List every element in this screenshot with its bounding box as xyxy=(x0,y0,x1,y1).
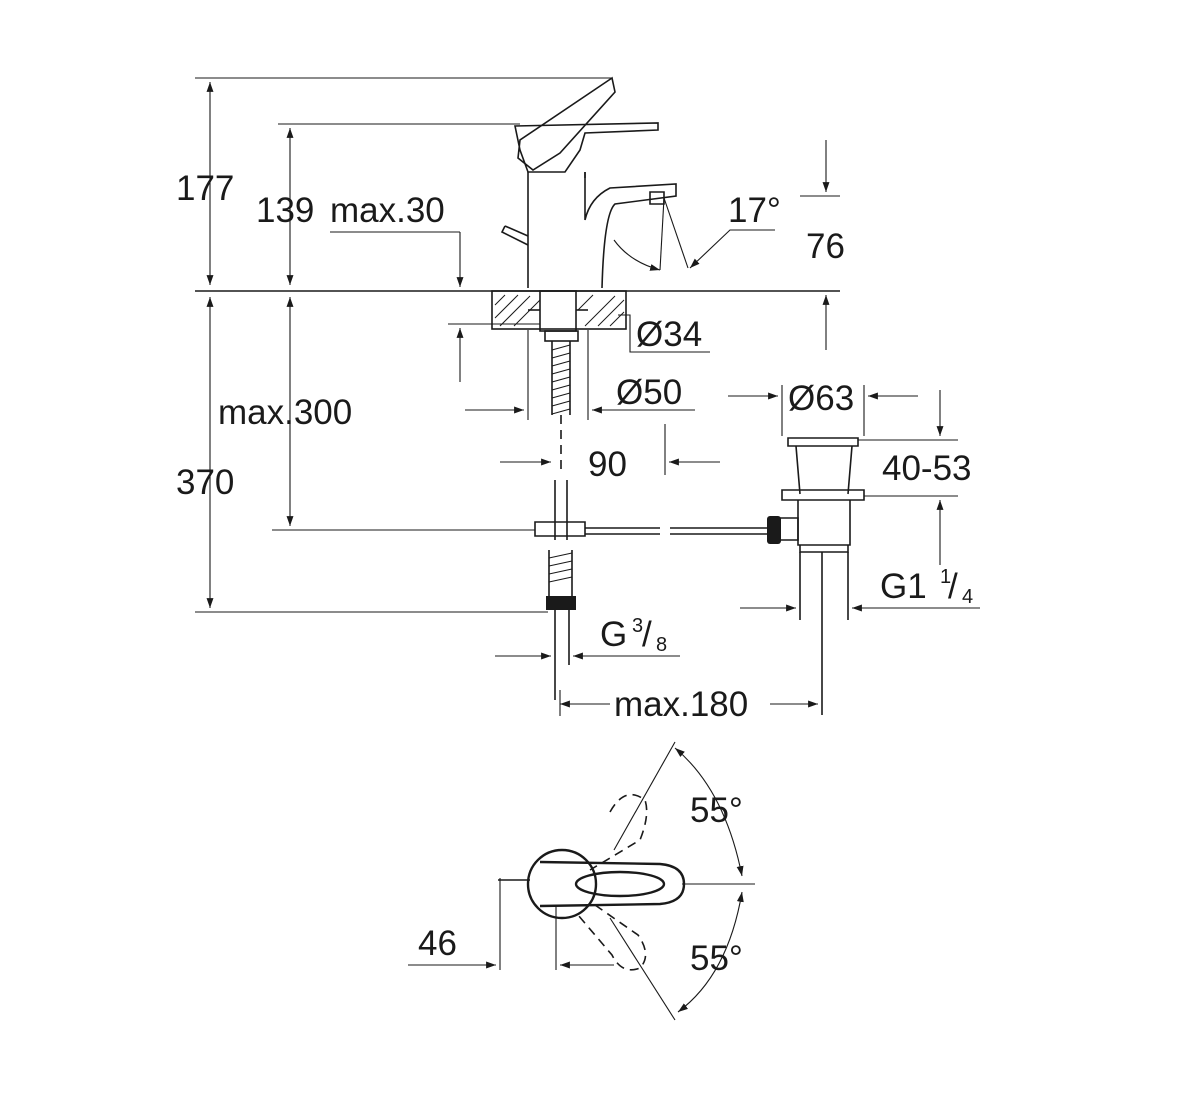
dimension-labels: 177 139 max.30 17° 76 Ø34 Ø50 max.300 37… xyxy=(176,169,973,978)
dim-max300: max.300 xyxy=(218,393,352,432)
dim-dia63: Ø63 xyxy=(788,379,854,418)
dim-angle-55-top: 55° xyxy=(690,791,743,830)
dim-max30: max.30 xyxy=(330,191,445,230)
g114-numerator: 1 xyxy=(940,566,951,588)
popup-linkage xyxy=(585,516,781,544)
g114-main: G1 xyxy=(880,567,927,606)
dim-dia50: Ø50 xyxy=(616,373,682,412)
g38-denominator: 8 xyxy=(656,634,667,656)
dim-76: 76 xyxy=(806,227,845,266)
dim-177: 177 xyxy=(176,169,234,208)
dim-90: 90 xyxy=(588,445,627,484)
dim-g1-1-4: G1 1 / 4 xyxy=(880,566,973,608)
faucet-side-view xyxy=(500,76,775,289)
dim-angle-55-bottom: 55° xyxy=(690,939,743,978)
drain-valve xyxy=(779,437,865,715)
countertop xyxy=(195,290,840,700)
dim-139: 139 xyxy=(256,191,314,230)
dim-max180: max.180 xyxy=(614,685,748,724)
g38-numerator: 3 xyxy=(632,615,643,637)
dimension-lines xyxy=(195,77,980,716)
dim-dia34: Ø34 xyxy=(636,315,702,354)
g114-slash: / xyxy=(948,567,958,606)
g38-slash: / xyxy=(642,615,652,654)
dim-40-53: 40-53 xyxy=(882,449,972,488)
g114-denominator: 4 xyxy=(962,586,973,608)
dim-g-3-8: G 3 / 8 xyxy=(600,615,667,656)
dim-370: 370 xyxy=(176,463,234,502)
faucet-top-view xyxy=(408,741,755,1021)
dim-46: 46 xyxy=(418,924,457,963)
dim-angle-17: 17° xyxy=(728,191,781,230)
g38-main: G xyxy=(600,615,627,654)
